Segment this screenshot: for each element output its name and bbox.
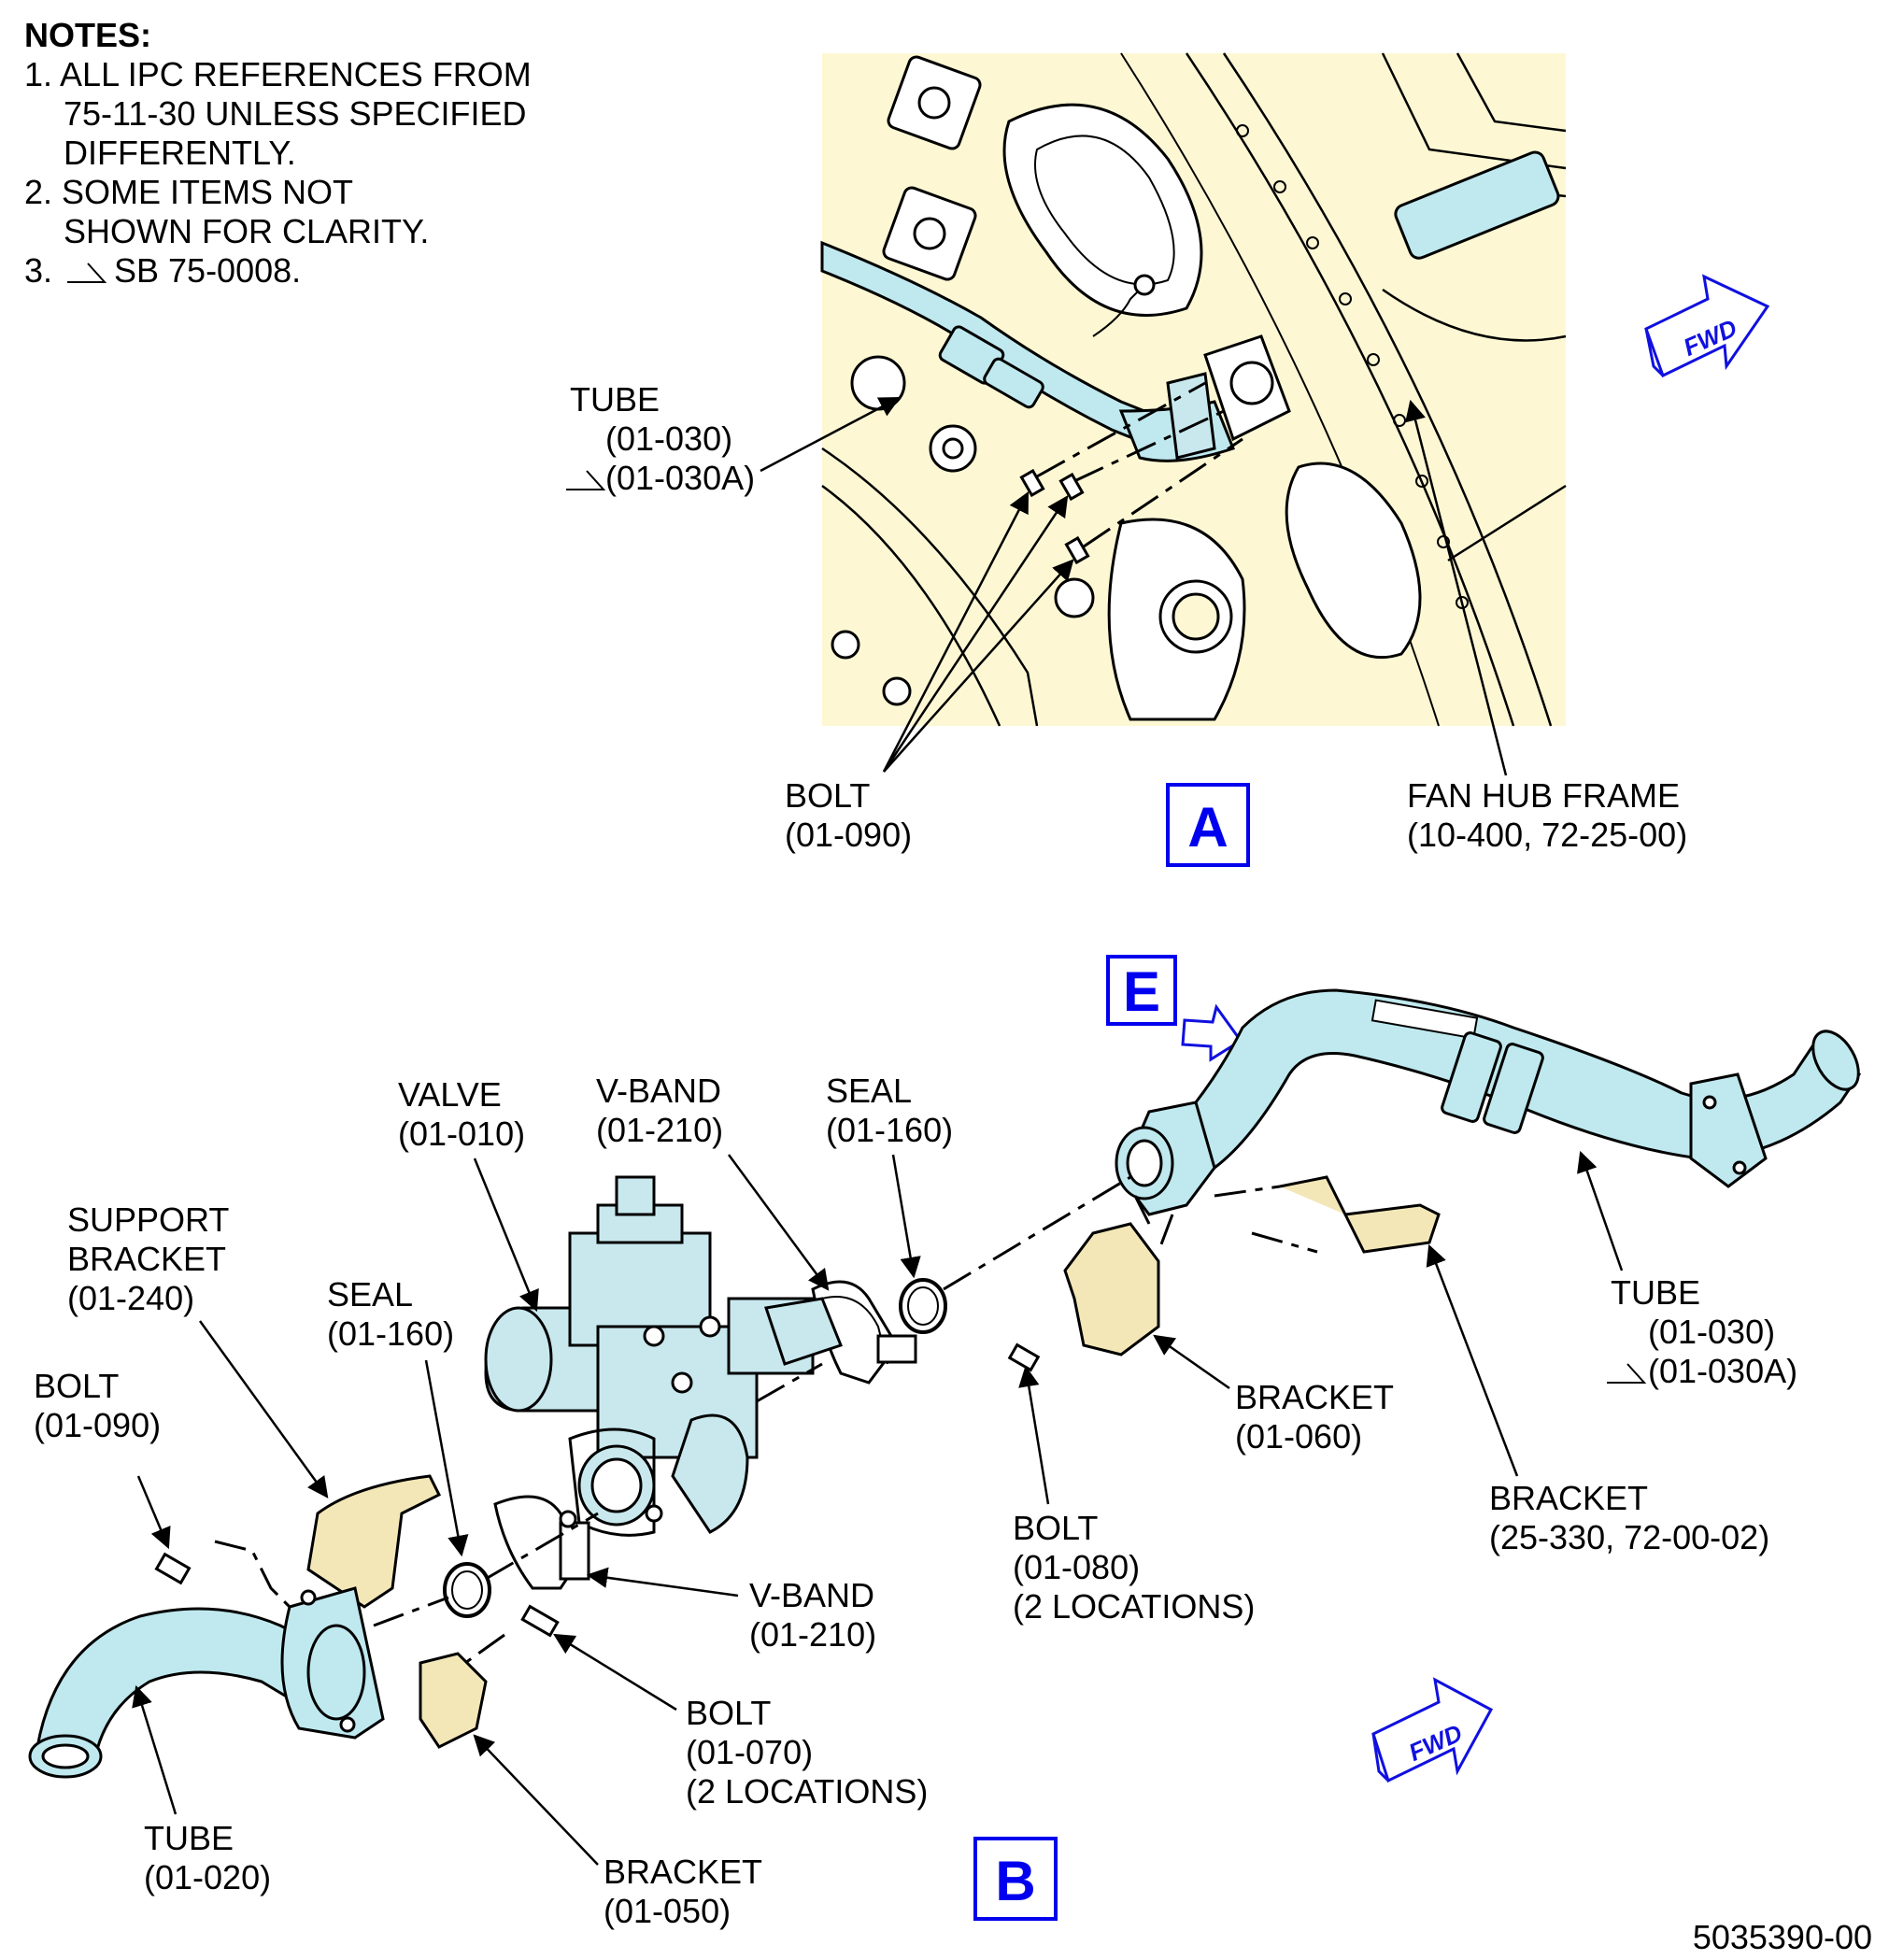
- support-bracket-240-callout: SUPPORT BRACKET (01-240): [67, 1200, 329, 1498]
- bolt-080-qty: (2 LOCATIONS): [1013, 1587, 1255, 1626]
- tube-030-b-title: TUBE: [1611, 1273, 1700, 1312]
- bracket-050-callout: BRACKET (01-050): [473, 1734, 762, 1930]
- tube-030-b-ref-alt: (01-030A): [1648, 1352, 1797, 1390]
- bolt-070-ref: (01-070): [686, 1733, 813, 1771]
- seal-160-left-callout: SEAL (01-160): [327, 1275, 469, 1557]
- tube-020-title: TUBE: [144, 1819, 234, 1857]
- seal-top-ref: (01-160): [826, 1111, 953, 1149]
- tube-030-callout-a: TUBE (01-030) (01-030A): [566, 380, 901, 497]
- bracket-060-callout: BRACKET (01-060): [1153, 1334, 1394, 1456]
- seal-160-top-part: [899, 1278, 947, 1334]
- vband-210-top-callout: V-BAND (01-210): [596, 1072, 830, 1291]
- bracket-25-330-dash: [1214, 1185, 1318, 1254]
- bolt-090-callout-a: BOLT (01-090): [785, 491, 1074, 854]
- bracket-25-330-ref: (25-330, 72-00-02): [1489, 1518, 1769, 1556]
- vband-210-low-callout: V-BAND (01-210): [586, 1567, 876, 1654]
- fwd-arrow-icon-b: FWD: [1371, 1677, 1494, 1783]
- bolt-left-ref: (01-090): [34, 1406, 161, 1444]
- view-a-panel: [820, 52, 1567, 727]
- view-e-arrow-icon: [1181, 1003, 1243, 1062]
- tube-030-b-flag-icon: [1607, 1363, 1647, 1384]
- notes-title: NOTES:: [24, 16, 151, 54]
- view-b-letter: B: [995, 1850, 1035, 1912]
- support-bracket-line-1: SUPPORT: [67, 1200, 229, 1239]
- vband-210-low-part: [493, 1495, 590, 1590]
- bracket-060-ref: (01-060): [1235, 1417, 1362, 1456]
- bolt-090-left-part: [154, 1552, 192, 1585]
- valve-010-part: [484, 1175, 843, 1537]
- tube-020-ref: (01-020): [144, 1858, 271, 1896]
- center-line-right: [943, 1175, 1131, 1291]
- tube-030-a-flag-icon: [566, 470, 606, 490]
- vband-low-title: V-BAND: [749, 1576, 874, 1614]
- bolt-090-left-callout: BOLT (01-090): [34, 1367, 171, 1550]
- tube-030-b-ref: (01-030): [1648, 1313, 1775, 1351]
- bracket-060-title: BRACKET: [1235, 1378, 1394, 1416]
- valve-ref: (01-010): [398, 1115, 525, 1153]
- note-flag-icon: [67, 263, 107, 283]
- bolt-070-part: [520, 1604, 560, 1638]
- view-b-label-box: B: [973, 1837, 1058, 1921]
- note-1-line-2: 75-11-30 UNLESS SPECIFIED: [64, 94, 527, 133]
- bracket-25-330-title: BRACKET: [1489, 1479, 1648, 1517]
- seal-left-title: SEAL: [327, 1275, 413, 1314]
- tube-020-part: [28, 1586, 385, 1779]
- bolt-080-callout: BOLT (01-080) (2 LOCATIONS): [1013, 1365, 1255, 1626]
- bracket-050-title: BRACKET: [604, 1853, 762, 1891]
- seal-top-title: SEAL: [826, 1072, 912, 1110]
- support-bracket-line-2: BRACKET: [67, 1240, 226, 1278]
- note-2-line-2: SHOWN FOR CLARITY.: [64, 212, 429, 250]
- fan-hub-frame-callout: FAN HUB FRAME (10-400, 72-25-00): [1405, 399, 1687, 854]
- tube-020-callout: TUBE (01-020): [132, 1684, 271, 1896]
- tube-030-a-ref: (01-030): [605, 419, 732, 458]
- fan-hub-frame-ref: (10-400, 72-25-00): [1407, 816, 1687, 854]
- tube-030-a-ref-alt: (01-030A): [605, 459, 755, 497]
- note-1-line-3: DIFFERENTLY.: [64, 134, 296, 172]
- seal-left-ref: (01-160): [327, 1314, 454, 1353]
- tube-030-a-title: TUBE: [570, 380, 660, 419]
- note-3-number: 3.: [24, 251, 52, 290]
- bracket-050-ref: (01-050): [604, 1892, 731, 1930]
- bracket-25-330-callout: BRACKET (25-330, 72-00-02): [1426, 1243, 1769, 1556]
- tube-030-part: [1115, 988, 1862, 1216]
- vband-top-ref: (01-210): [596, 1111, 723, 1149]
- bolt-left-title: BOLT: [34, 1367, 119, 1405]
- bracket-25-330-part: [1279, 1175, 1441, 1254]
- note-2-line-1: 2. SOME ITEMS NOT: [24, 173, 353, 211]
- bolt-070-qty: (2 LOCATIONS): [686, 1772, 928, 1811]
- valve-title: VALVE: [398, 1075, 502, 1114]
- bracket-060-part: [1063, 1222, 1160, 1356]
- bolt-070-callout: BOLT (01-070) (2 LOCATIONS): [553, 1633, 928, 1811]
- bolt-080-part: [1007, 1342, 1041, 1372]
- view-e-letter: E: [1123, 960, 1160, 1023]
- bolt-080-ref: (01-080): [1013, 1548, 1140, 1586]
- valve-010-callout: VALVE (01-010): [398, 1075, 539, 1313]
- fwd-arrow-icon-a: FWD: [1644, 274, 1770, 378]
- bracket-050-part: [419, 1652, 488, 1749]
- support-bracket-ref: (01-240): [67, 1279, 194, 1317]
- figure-id: 5035390-00: [1693, 1918, 1872, 1956]
- vband-top-title: V-BAND: [596, 1072, 721, 1110]
- seal-160-top-callout: SEAL (01-160): [826, 1072, 953, 1279]
- fan-hub-frame-title: FAN HUB FRAME: [1407, 776, 1680, 815]
- note-3-text: SB 75-0008.: [114, 251, 301, 290]
- support-bracket-240-part: [306, 1474, 442, 1609]
- bolt-090-a-title: BOLT: [785, 776, 870, 815]
- vband-low-ref: (01-210): [749, 1615, 876, 1654]
- note-1-line-1: 1. ALL IPC REFERENCES FROM: [24, 55, 532, 93]
- tube-030-callout-b: TUBE (01-030) (01-030A): [1577, 1150, 1797, 1390]
- bolt-090-a-ref: (01-090): [785, 816, 912, 854]
- view-a-letter: A: [1187, 796, 1228, 859]
- notes-block: NOTES: 1. ALL IPC REFERENCES FROM 75-11-…: [24, 16, 532, 290]
- bolt-080-title: BOLT: [1013, 1509, 1098, 1547]
- bolt-070-title: BOLT: [686, 1694, 771, 1732]
- seal-160-left-part: [443, 1562, 491, 1618]
- view-a-label-box: A: [1166, 783, 1250, 867]
- view-e-label-box: E: [1106, 955, 1177, 1026]
